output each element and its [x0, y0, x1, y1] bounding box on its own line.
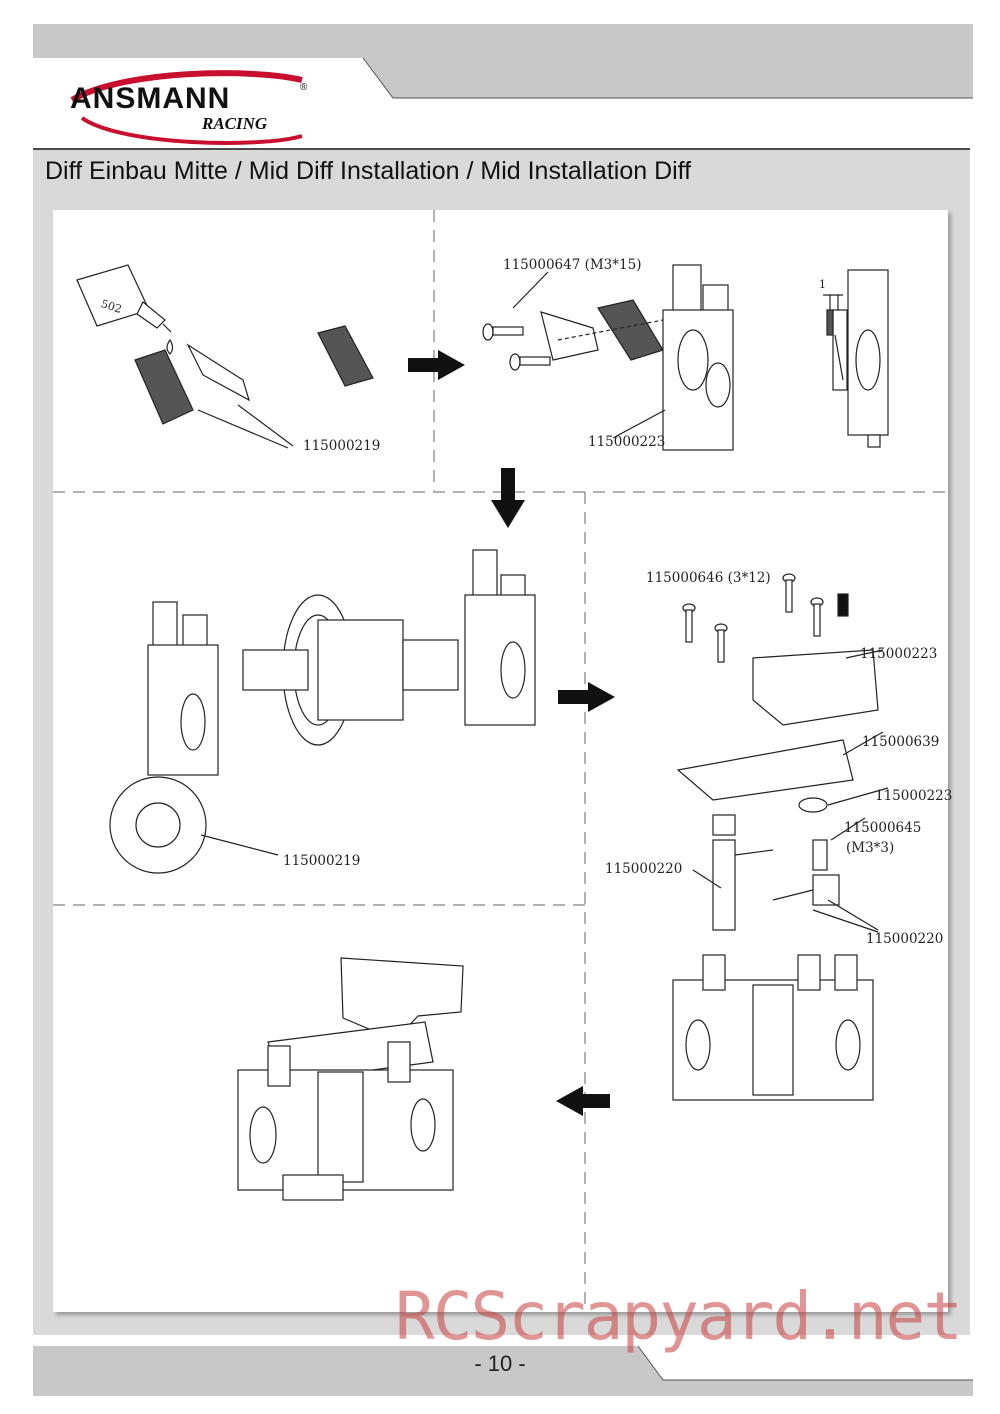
arrow-down-icon	[491, 468, 525, 528]
ansmann-racing-logo: ANSMANN ® RACING	[62, 68, 322, 148]
brand-registered: ®	[300, 82, 308, 93]
self-tapping-screw-icon	[682, 573, 849, 663]
step2-screw-label: 115000647 (M3*15)	[503, 257, 641, 273]
diff-post-icon	[712, 839, 840, 931]
footer-band	[33, 1345, 973, 1396]
instruction-frame: 115000219 502	[33, 190, 970, 1335]
step1-part-label: 115000219	[303, 438, 380, 454]
spur-gear-icon	[242, 594, 459, 746]
step4-set-screw-size: (M3*3)	[846, 840, 894, 856]
step3-illustration	[109, 549, 536, 874]
logo-swoosh-icon	[70, 70, 303, 145]
bearing-block-115000223-icon	[662, 264, 734, 451]
glue-bottle-icon	[76, 264, 174, 355]
step4-set-screw-label: 115000645	[844, 820, 921, 836]
step4-part-b-label: 115000223	[875, 788, 952, 804]
arrow-right-icon	[408, 350, 465, 380]
arrow-right-icon-2	[558, 682, 615, 712]
right-bearing-block-icon	[464, 549, 536, 726]
step4-part-a-label: 115000223	[860, 646, 937, 662]
step2-illustration	[482, 264, 734, 451]
arrow-left-icon	[556, 1086, 610, 1116]
step2-detail-illustration	[823, 269, 889, 448]
section-title-bar: Diff Einbau Mitte / Mid Diff Installatio…	[33, 148, 970, 192]
glue-label: 502	[99, 297, 123, 316]
step4-screw-label: 115000646 (3*12)	[646, 570, 771, 586]
step3-part-label: 115000219	[283, 853, 360, 869]
screw-m3x15-icon	[482, 323, 551, 371]
pad-115000219-icon	[134, 325, 374, 425]
brand-sub: RACING	[202, 114, 268, 133]
header-band	[33, 24, 973, 99]
instruction-panel: 115000219 502	[53, 210, 952, 1312]
step1-illustration	[76, 264, 374, 449]
step4-post-right-label: 115000220	[866, 931, 943, 947]
step4-plate-label: 115000639	[862, 734, 939, 750]
page-title: Diff Einbau Mitte / Mid Diff Installatio…	[45, 157, 692, 185]
left-bearing-block-icon	[147, 601, 219, 776]
assembled-mid-diff-icon	[672, 954, 874, 1101]
step4-illustration	[672, 573, 889, 1101]
detail-gap-label: 1	[819, 278, 826, 291]
watermark: RCScrapyard.net	[395, 1278, 963, 1355]
step2-part-label: 115000223	[588, 434, 665, 450]
step4-post-left-label: 115000220	[605, 861, 682, 877]
assembly-diagram: 115000219 502	[53, 210, 952, 1312]
pad-ring-icon	[109, 776, 207, 874]
final-assembly-illustration	[237, 957, 464, 1201]
page-number: - 10 -	[474, 1351, 526, 1376]
brand-name: ANSMANN	[70, 82, 231, 115]
